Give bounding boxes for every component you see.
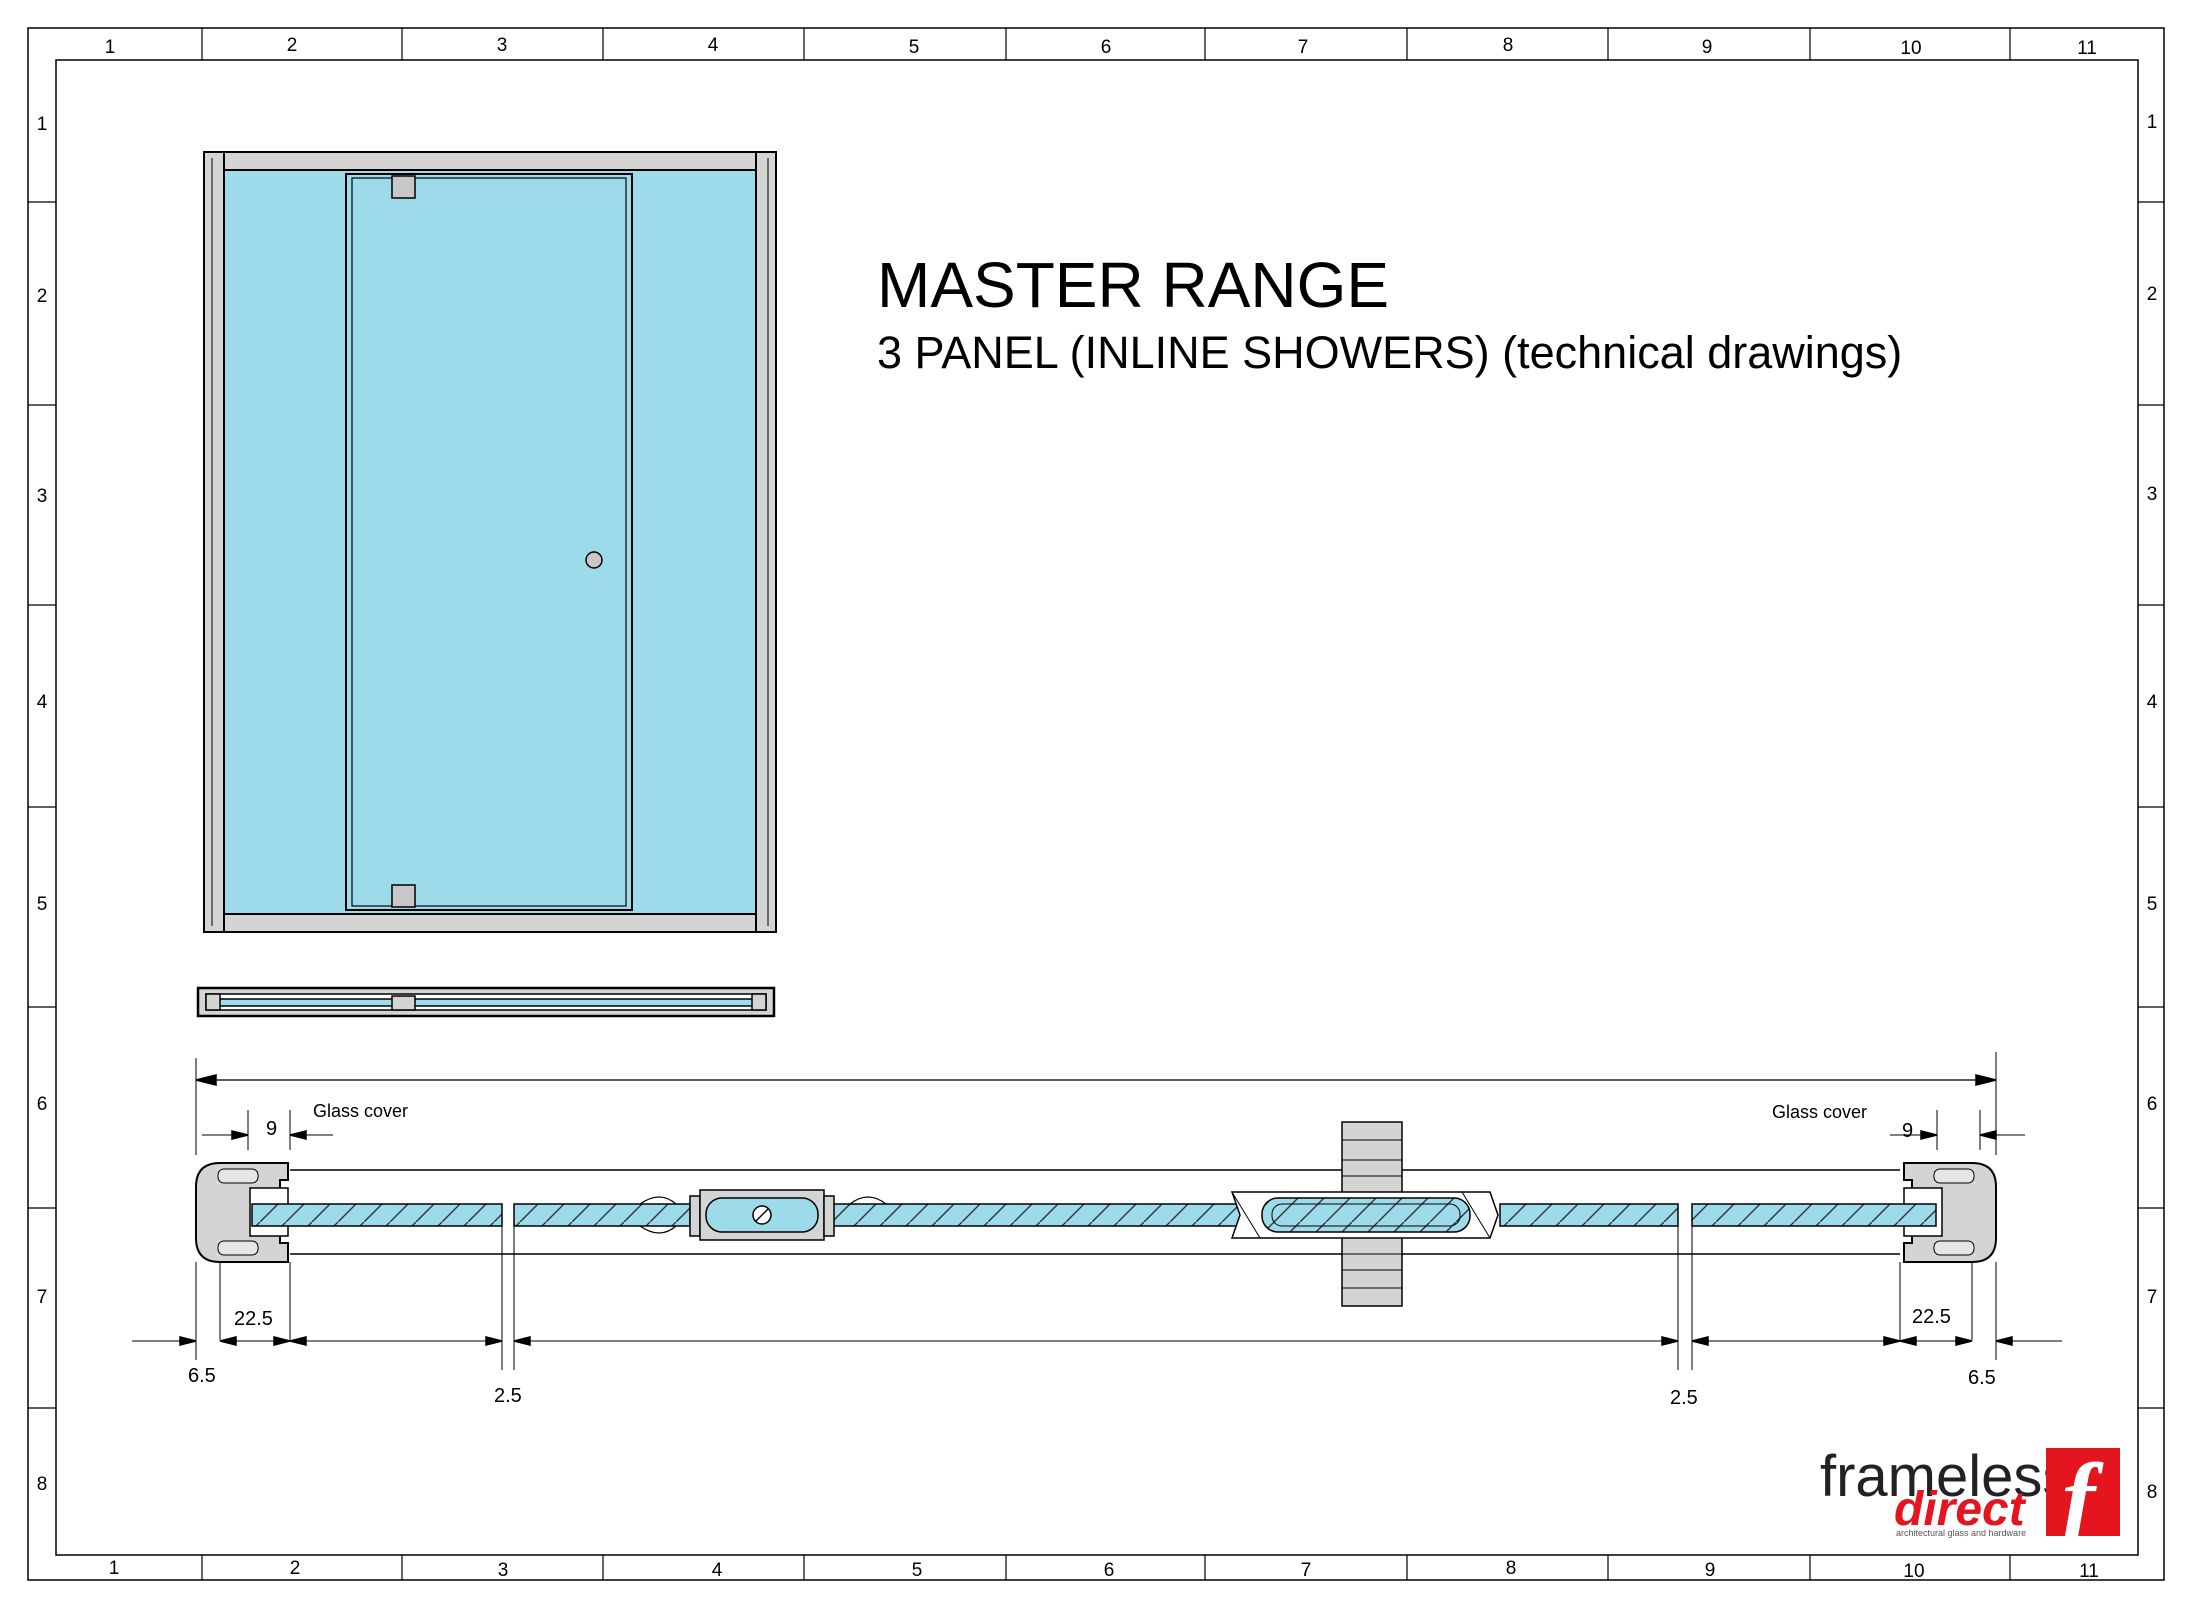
grid-row-label: 6 [37, 1094, 48, 1115]
grid-row-labels-left: 1 2 3 4 5 6 7 8 [37, 114, 48, 1495]
door-panel [345, 173, 633, 911]
grid-col-label: 3 [497, 35, 508, 56]
glass-panel-right [1691, 1203, 1937, 1227]
grid-col-label: 6 [1101, 37, 1112, 58]
grid-col-label: 7 [1298, 37, 1309, 58]
grid-col-label: 5 [909, 37, 920, 58]
grid-row-label: 6 [2147, 1094, 2158, 1115]
glass-door [831, 1203, 1241, 1227]
grid-row-label: 7 [2147, 1287, 2158, 1308]
left-post [203, 151, 225, 933]
bottom-rail [223, 913, 757, 933]
grid-row-label: 5 [37, 894, 48, 915]
top-view [196, 986, 776, 1018]
dim-right-channel: 22.5 [1912, 1306, 1951, 1328]
grid-row-label: 5 [2147, 894, 2158, 915]
grid-col-label: 9 [1702, 37, 1713, 58]
grid-col-label: 8 [1503, 35, 1514, 56]
top-hinge [391, 175, 416, 199]
grid-row-label: 7 [37, 1287, 48, 1308]
dim-right-cover: 9 [1902, 1120, 1913, 1142]
dim-left-wall: 6.5 [188, 1365, 216, 1387]
grid-col-label: 5 [912, 1560, 923, 1581]
grid-ticks [28, 28, 2164, 1580]
grid-col-label: 1 [109, 1558, 120, 1579]
page-subtitle: 3 PANEL (INLINE SHOWERS) (technical draw… [877, 327, 1902, 378]
dim-right-gap: 2.5 [1670, 1387, 1698, 1409]
page-title: MASTER RANGE [877, 249, 1389, 321]
grid-row-label: 4 [37, 692, 48, 713]
grid-row-label: 8 [2147, 1482, 2158, 1503]
grid-col-label: 11 [2079, 1561, 2099, 1582]
grid-col-label: 7 [1301, 1560, 1312, 1581]
grid-column-labels-top: 1 2 3 4 5 6 7 8 9 10 11 [105, 35, 2097, 59]
grid-column-labels-bottom: 1 2 3 4 5 6 7 8 9 10 11 [109, 1558, 2099, 1582]
grid-col-label: 4 [712, 1560, 723, 1581]
grid-col-label: 2 [287, 35, 298, 56]
grid-row-label: 1 [37, 114, 48, 135]
top-rail [223, 151, 757, 171]
grid-col-label: 11 [2077, 38, 2097, 59]
grid-col-label: 6 [1104, 1560, 1115, 1581]
logo-word-direct: direct [1894, 1483, 2027, 1536]
door-knob [585, 551, 603, 569]
grid-row-labels-right: 1 2 3 4 5 6 7 8 [2147, 112, 2158, 1503]
glass-panel-right-a [1499, 1203, 1679, 1227]
glass-cover-note-right: Glass cover [1772, 1102, 1867, 1122]
grid-row-label: 8 [37, 1474, 48, 1495]
grid-col-label: 4 [708, 35, 719, 56]
front-elevation [203, 151, 777, 933]
grid-col-label: 3 [498, 1560, 509, 1581]
grid-col-label: 10 [1900, 38, 1921, 59]
glass-cover-note-left: Glass cover [313, 1101, 408, 1121]
grid-col-label: 1 [105, 37, 116, 58]
logo-tagline: architectural glass and hardware [1896, 1528, 2026, 1538]
dim-right-wall: 6.5 [1968, 1367, 1996, 1389]
glass-panel-left [251, 1203, 503, 1227]
grid-col-label: 10 [1903, 1561, 1924, 1582]
logo-mark-box [2046, 1448, 2120, 1536]
grid-row-label: 4 [2147, 692, 2158, 713]
bottom-hinge [391, 884, 416, 908]
grid-row-label: 1 [2147, 112, 2158, 133]
grid-row-label: 3 [2147, 484, 2158, 505]
glass-panel-left-b [513, 1203, 691, 1227]
grid-row-label: 3 [37, 486, 48, 507]
right-post [755, 151, 777, 933]
dim-left-gap: 2.5 [494, 1385, 522, 1407]
frameless-direct-logo: frameless direct architectural glass and… [1820, 1443, 2120, 1554]
dim-left-cover: 9 [266, 1118, 277, 1140]
grid-row-label: 2 [37, 286, 48, 307]
grid-col-label: 2 [290, 1558, 301, 1579]
plan-section [132, 1052, 2062, 1370]
grid-col-label: 8 [1506, 1558, 1517, 1579]
grid-row-label: 2 [2147, 284, 2158, 305]
dim-left-channel: 22.5 [234, 1308, 273, 1330]
logo-word-frameless: frameless [1820, 1444, 2071, 1509]
grid-col-label: 9 [1705, 1560, 1716, 1581]
